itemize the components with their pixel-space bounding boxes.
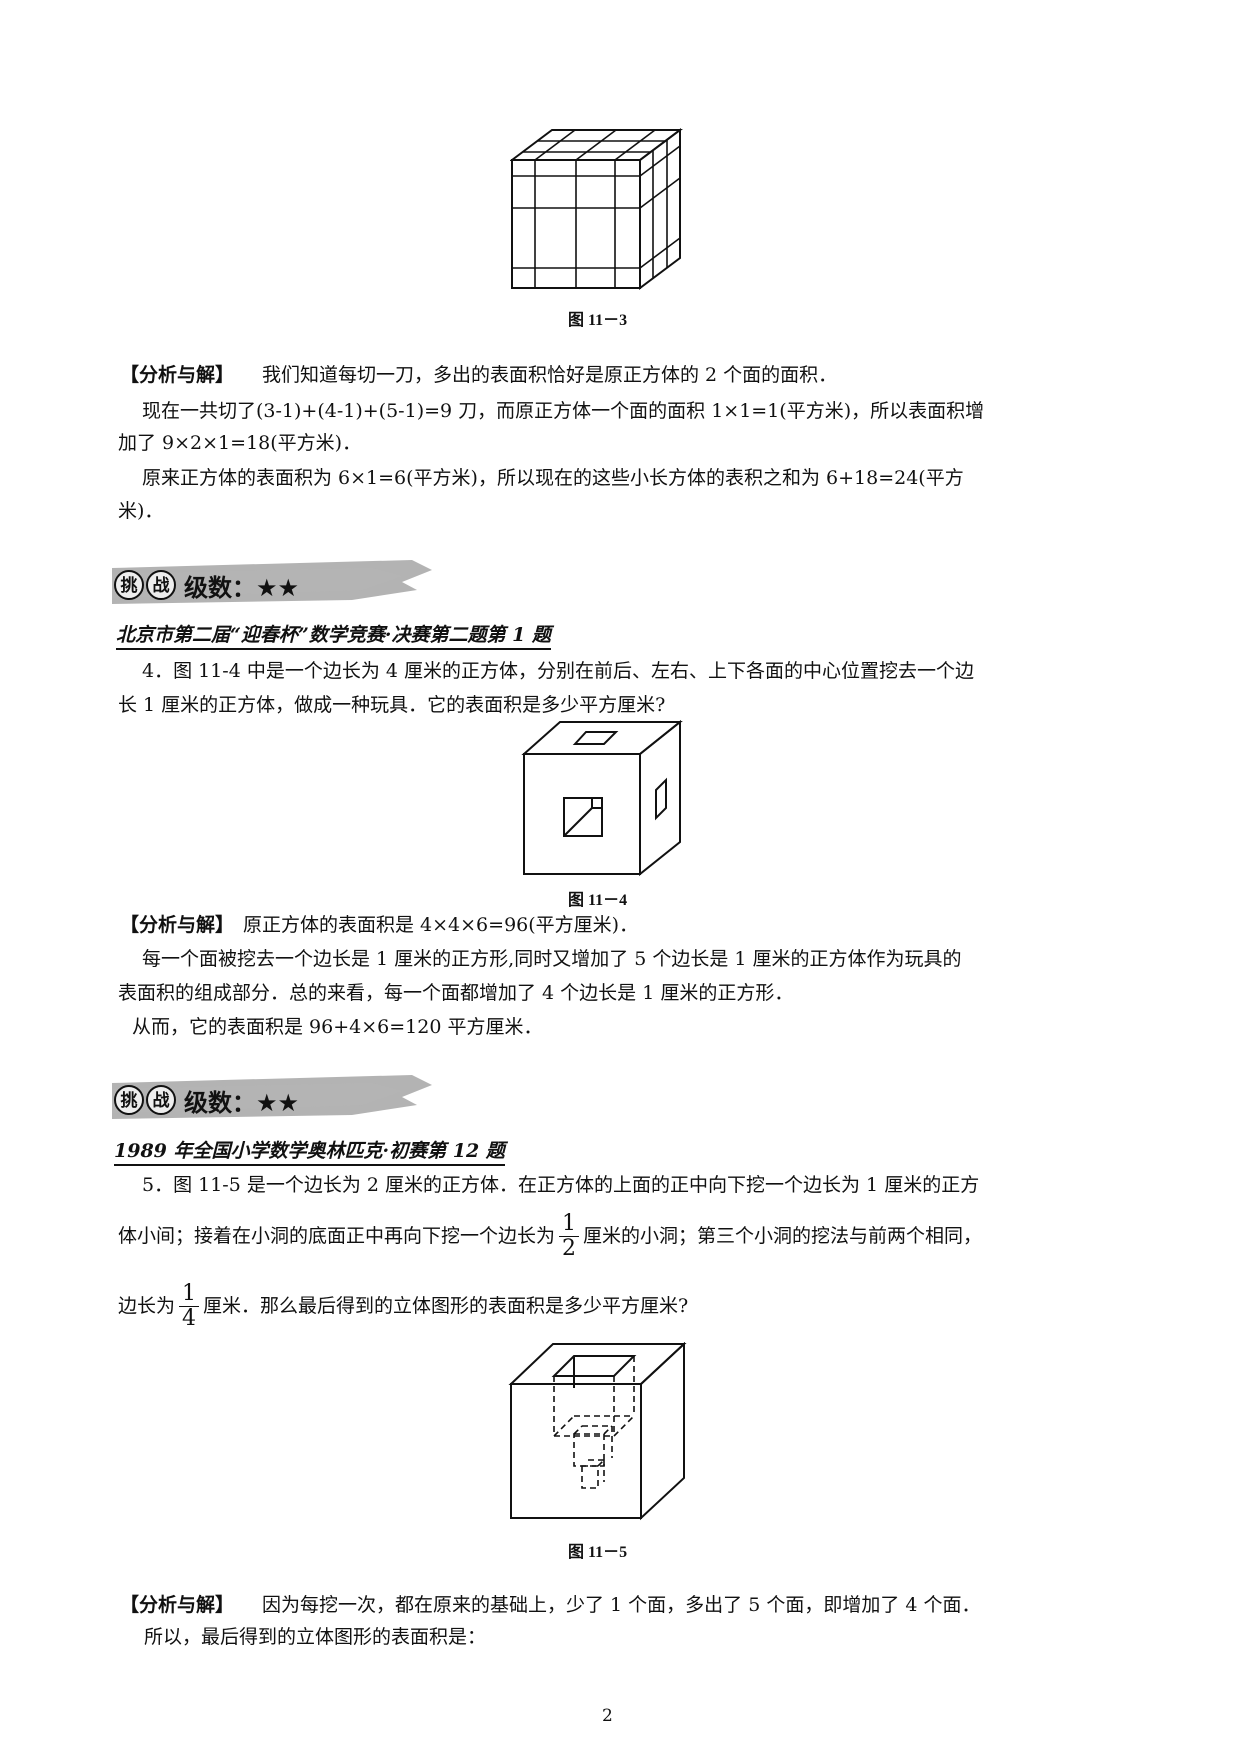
analysis-label: 【分析与解】	[120, 914, 235, 936]
solution-4-line-2: 每一个面被挖去一个边长是 1 厘米的正方形,同时又增加了 5 个边长是 1 厘米…	[142, 948, 962, 970]
problem-5-line-3: 边长为 1 4 厘米．那么最后得到的立体图形的表面积是多少平方厘米?	[118, 1276, 688, 1336]
solution-4-line-1: 原正方体的表面积是 4×4×6=96(平方厘米)．	[243, 914, 639, 936]
badge-tiao: 挑	[114, 1085, 144, 1115]
difficulty-level: 级数：★★	[184, 574, 300, 602]
solution-3-line-1: 我们知道每切一刀，多出的表面积恰好是原正方体的 2 个面的面积．	[262, 364, 838, 386]
fraction-numerator: 1	[179, 1281, 200, 1307]
solution-3-line-2: 现在一共切了(3-1)+(4-1)+(5-1)=9 刀，而原正方体一个面的面积 …	[142, 400, 985, 422]
solution-3-line-5: 米)．	[118, 500, 164, 522]
page-number: 2	[602, 1706, 613, 1726]
fraction-numerator: 1	[559, 1211, 580, 1237]
fraction-denominator: 4	[182, 1305, 197, 1331]
problem-5-line-3-start: 边长为	[118, 1295, 176, 1317]
solution-5-line-1: 因为每挖一次，都在原来的基础上，少了 1 个面，多出了 5 个面，即增加了 4 …	[262, 1594, 981, 1616]
badge-zhan: 战	[146, 570, 176, 600]
problem-4-line-2: 长 1 厘米的正方体，做成一种玩具．它的表面积是多少平方厘米?	[118, 694, 666, 716]
badge-tiao: 挑	[114, 570, 144, 600]
solution-3-line-3: 加了 9×2×1=18(平方米)．	[118, 432, 362, 454]
problem-5-line-2-end: 厘米的小洞；第三个小洞的挖法与前两个相同，	[583, 1225, 983, 1247]
problem-5-line-3-end: 厘米．那么最后得到的立体图形的表面积是多少平方厘米?	[203, 1295, 689, 1317]
analysis-label: 【分析与解】	[120, 1594, 235, 1616]
problem-4-line-1: 4．图 11-4 中是一个边长为 4 厘米的正方体，分别在前后、左右、上下各面的…	[142, 660, 975, 682]
banner-brush-background	[112, 1075, 432, 1119]
solution-4-line-4: 从而，它的表面积是 96+4×6=120 平方厘米．	[132, 1016, 543, 1038]
problem-5-line-2-start: 体小间；接着在小洞的底面正中再向下挖一个边长为	[118, 1225, 556, 1247]
badge-zhan: 战	[146, 1085, 176, 1115]
solution-5-line-2: 所以，最后得到的立体图形的表面积是：	[144, 1626, 487, 1648]
difficulty-level: 级数：★★	[184, 1089, 300, 1117]
fraction-one-quarter: 1 4	[179, 1281, 200, 1331]
solution-4-line-3: 表面积的组成部分．总的来看，每一个面都增加了 4 个边长是 1 厘米的正方形．	[118, 982, 794, 1004]
source-4: 北京市第二届“迎春杯”数学竞赛·决赛第二题第 1 题	[116, 620, 551, 650]
banner-brush-background	[112, 560, 432, 604]
figure-11-4	[521, 719, 683, 877]
figure-11-4-caption: 图 11－4	[568, 892, 628, 909]
figure-11-3-caption: 图 11－3	[568, 312, 628, 329]
problem-5-line-1: 5．图 11-5 是一个边长为 2 厘米的正方体．在正方体的上面的正中向下挖一个…	[142, 1174, 980, 1196]
fraction-one-half: 1 2	[559, 1211, 580, 1261]
fraction-denominator: 2	[562, 1235, 577, 1261]
solution-3-line-4: 原来正方体的表面积为 6×1=6(平方米)，所以现在的这些小长方体的表积之和为 …	[142, 467, 964, 489]
source-5: 1989 年全国小学数学奥林匹克·初赛第 12 题	[114, 1136, 505, 1166]
figure-11-3	[510, 128, 683, 290]
figure-11-5-caption: 图 11－5	[568, 1544, 628, 1561]
difficulty-banner: 挑 战 级数：★★	[112, 1075, 432, 1119]
figure-11-5	[508, 1342, 687, 1521]
difficulty-banner: 挑 战 级数：★★	[112, 560, 432, 604]
analysis-label: 【分析与解】	[120, 364, 235, 386]
problem-5-line-2: 体小间；接着在小洞的底面正中再向下挖一个边长为 1 2 厘米的小洞；第三个小洞的…	[118, 1206, 982, 1266]
